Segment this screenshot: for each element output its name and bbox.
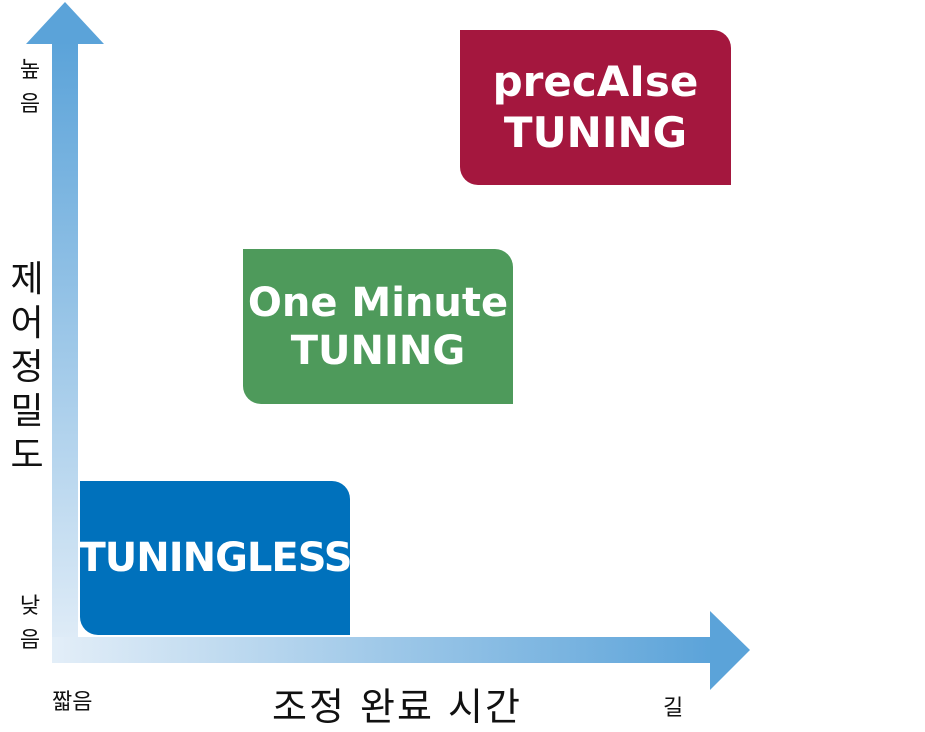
x-axis-short-label: 짧음	[52, 690, 93, 715]
y-low-char: 음	[19, 628, 41, 653]
y-axis-low-label: 낮 음	[15, 590, 45, 658]
x-axis-arrow	[52, 611, 750, 690]
tuningless-label: TUNINGLESS	[78, 535, 352, 581]
tuningless-box: TUNINGLESS	[78, 481, 353, 635]
y-high-char: 음	[19, 92, 41, 117]
x-axis-long-label: 길	[663, 696, 684, 721]
y-title-char: 도	[10, 435, 44, 476]
y-axis-arrow	[26, 2, 104, 660]
one-minute-line2: TUNING	[290, 327, 466, 374]
y-low-char: 낮	[19, 594, 41, 619]
y-axis-high-label: 높 음	[15, 54, 45, 122]
y-title-char: 밀	[10, 391, 44, 432]
precaise-line1: precAIse	[492, 57, 699, 107]
y-title-char: 제	[10, 259, 44, 300]
y-title-char: 정	[10, 347, 44, 388]
one-minute-line1: One Minute	[247, 279, 509, 326]
precaise-tuning-box: precAIse TUNING	[460, 30, 731, 185]
x-axis-title: 조정 완료 시간	[272, 685, 522, 729]
y-high-char: 높	[19, 58, 41, 83]
one-minute-tuning-box: One Minute TUNING	[243, 249, 513, 404]
y-axis-title: 제 어 정 밀 도	[4, 258, 50, 478]
y-title-char: 어	[10, 303, 44, 344]
precaise-line2: TUNING	[503, 107, 688, 157]
